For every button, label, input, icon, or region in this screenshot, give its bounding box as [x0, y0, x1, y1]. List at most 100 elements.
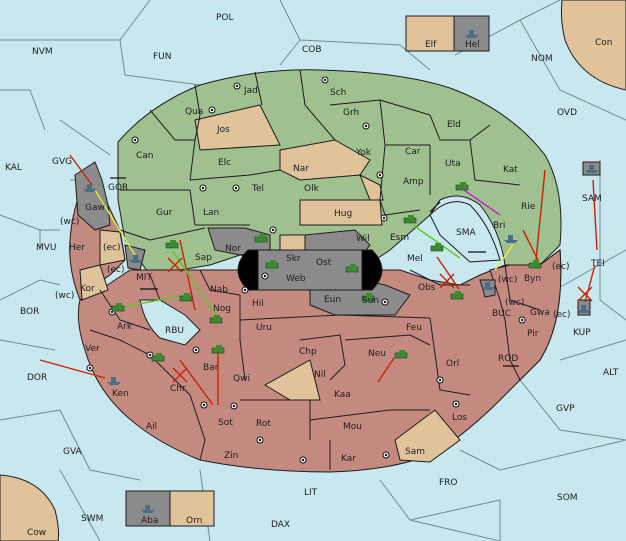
- fleet-unit: [465, 30, 479, 38]
- coast-ec: (ec): [107, 265, 125, 275]
- sea-mvu: MVU: [36, 243, 57, 253]
- land-orl: Orl: [446, 359, 459, 369]
- sea-fro: FRO: [439, 478, 458, 488]
- army-unit: [403, 215, 417, 224]
- land-byn: Byn: [524, 274, 541, 284]
- land-zin: Zin: [224, 451, 238, 461]
- sea-pol: POL: [216, 13, 234, 23]
- land-olk: Olk: [304, 184, 320, 194]
- sea-alt: ALT: [603, 368, 619, 378]
- land-her: Her: [69, 243, 85, 253]
- land-uru: Uru: [256, 323, 272, 333]
- fleet-units[interactable]: [83, 30, 599, 513]
- land-tel: Tel: [251, 184, 264, 194]
- land-kaa: Kaa: [334, 390, 351, 400]
- land-can: Can: [136, 151, 154, 161]
- sea-kal: KAL: [5, 163, 22, 173]
- sea-tei: TEI: [590, 259, 605, 269]
- fleet-unit: [504, 235, 518, 243]
- land-nar: Nar: [293, 164, 309, 174]
- army-unit: [528, 260, 542, 269]
- label-con: Con: [595, 38, 613, 48]
- army-unit: [265, 260, 279, 269]
- land-elc: Elc: [218, 158, 231, 168]
- army-unit: [361, 293, 375, 302]
- army-units[interactable]: [111, 182, 542, 362]
- land-sot: Sot: [218, 418, 233, 428]
- land-eld: Eld: [447, 120, 461, 130]
- coast-ec: (ec): [103, 243, 121, 253]
- coast-ec: (ec): [552, 262, 570, 272]
- sea-gvg: GVG: [52, 157, 72, 167]
- sea-buc: BUC: [492, 309, 511, 319]
- land-kor: Kor: [80, 284, 95, 294]
- land-gur: Gur: [156, 208, 173, 218]
- land-web: Web: [286, 274, 306, 284]
- land-labels: Jad Sch Qua Jos Grh Eld Can Yok Car Uta …: [69, 40, 591, 526]
- land-uta: Uta: [445, 159, 461, 169]
- sea-fun: FUN: [153, 52, 172, 62]
- land-esm: Esm: [390, 233, 409, 243]
- army-unit: [209, 315, 223, 324]
- land-qua: Qua: [185, 107, 203, 117]
- army-unit: [179, 293, 193, 302]
- land-feu: Feu: [406, 323, 422, 333]
- army-unit: [211, 345, 225, 354]
- land-bri: Bri: [493, 221, 505, 231]
- fleet-unit: [83, 184, 97, 192]
- sea-gvp: GVP: [556, 404, 575, 414]
- land-jad: Jad: [243, 86, 258, 96]
- land-kat: Kat: [503, 165, 518, 175]
- sea-ovd: OVD: [557, 108, 577, 118]
- fleet-unit: [141, 505, 155, 513]
- land-neu: Neu: [368, 349, 386, 359]
- region-web-ost[interactable]: [257, 249, 363, 291]
- land-hil: Hil: [252, 299, 264, 309]
- sea-rbu: RBU: [165, 326, 184, 336]
- land-car: Car: [405, 147, 421, 157]
- coast-ec: (ec): [553, 310, 571, 320]
- passage-arrows: [110, 177, 519, 367]
- land-ail: Ail: [146, 422, 157, 432]
- sea-swm: SWM: [81, 514, 103, 524]
- land-aba: Aba: [141, 516, 158, 526]
- sea-cob: COB: [302, 45, 322, 55]
- coast-wc: (wc): [498, 275, 517, 285]
- sea-rod: ROD: [498, 354, 518, 364]
- fleet-unit: [129, 255, 143, 263]
- sea-dor: DOR: [27, 373, 47, 383]
- land-kar: Kar: [341, 454, 356, 464]
- army-unit: [345, 264, 359, 273]
- land-nor: Nor: [225, 244, 241, 254]
- army-unit: [111, 303, 125, 312]
- coast-wc: (wc): [60, 217, 79, 227]
- sea-mit: MIT: [136, 273, 152, 283]
- land-elf: Elf: [425, 40, 437, 50]
- cut-markers: [167, 257, 593, 383]
- fleet-unit: [481, 282, 495, 290]
- sea-lit: LIT: [304, 488, 318, 498]
- land-sch: Sch: [330, 88, 346, 98]
- region-orn[interactable]: [169, 490, 215, 527]
- army-unit: [430, 243, 444, 252]
- land-eun: Eun: [324, 295, 341, 305]
- fleet-unit: [107, 377, 121, 385]
- sea-som: SOM: [557, 493, 578, 503]
- land-qwi: Qwi: [233, 374, 250, 384]
- land-hel: Hel: [465, 40, 480, 50]
- land-los: Los: [452, 413, 467, 423]
- army-unit: [394, 350, 408, 359]
- army-unit: [165, 240, 179, 249]
- supply-centers: [86, 76, 526, 464]
- land-amp: Amp: [403, 177, 424, 187]
- land-lan: Lan: [203, 208, 219, 218]
- region-elf[interactable]: [405, 15, 455, 52]
- land-pir: Pir: [527, 329, 539, 339]
- coast-labels: (wc) (ec) (wc) (ec) (wc) (ec) (wc) (ec): [55, 217, 571, 320]
- order-arrows: [39, 154, 598, 406]
- region-cow[interactable]: [0, 474, 60, 541]
- land-wil: Wil: [356, 234, 370, 244]
- region-con[interactable]: [560, 0, 626, 91]
- land-ost: Ost: [316, 258, 332, 268]
